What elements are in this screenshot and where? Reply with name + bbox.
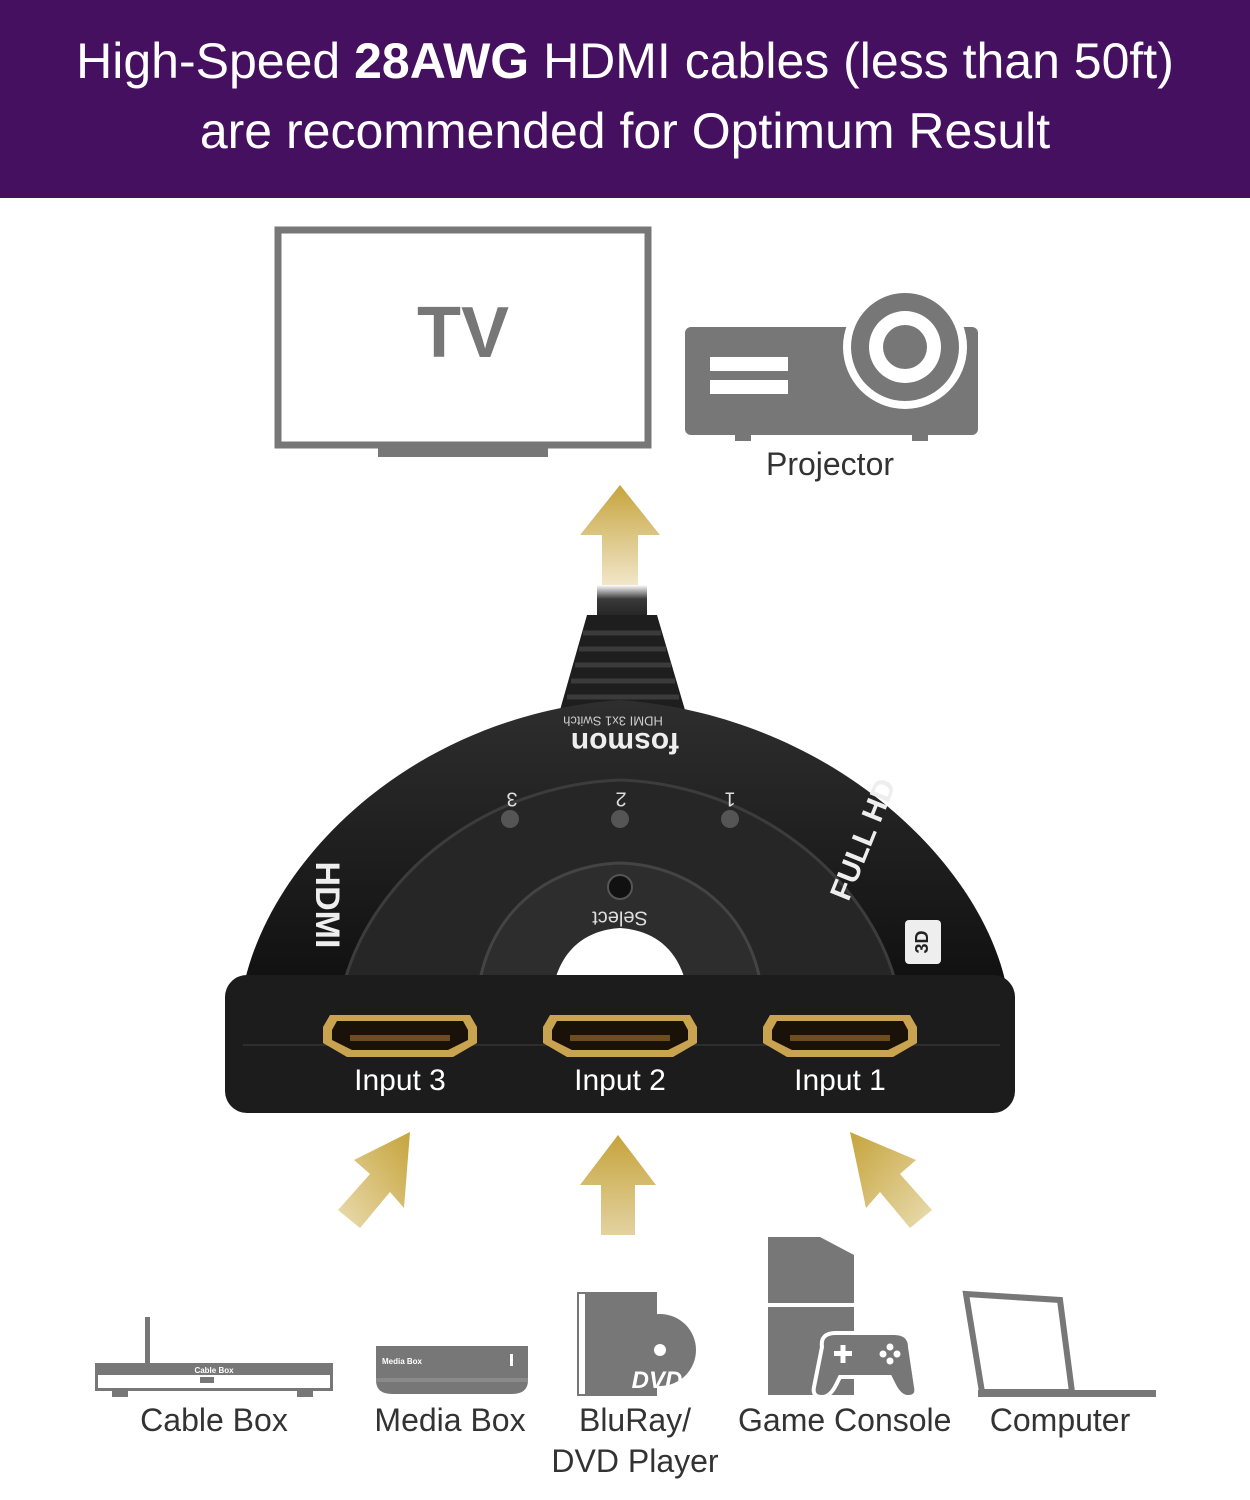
cable-box-icon: Cable Box: [95, 1317, 333, 1397]
hdmi-switch-device: 3 2 1 Select fosmon HDMI 3x1 Switch HDMI…: [225, 585, 1015, 1113]
dvd-logo: DVD: [632, 1367, 683, 1394]
computer-icon: [962, 1290, 1156, 1397]
projector-icon: [685, 285, 978, 441]
bluray-label-line-2: DVD Player: [551, 1443, 719, 1479]
hdmi-port-1[interactable]: [763, 1015, 917, 1057]
cable-box-device-text: Cable Box: [194, 1366, 234, 1375]
hdmi-port-2[interactable]: [543, 1015, 697, 1057]
input-arrow-right-icon: [850, 1132, 932, 1228]
led-label-2: 2: [615, 788, 626, 810]
input-arrow-center-icon: [580, 1135, 656, 1235]
output-arrow-icon: [580, 485, 660, 590]
game-console-icon: [768, 1237, 919, 1400]
media-box-device-text: Media Box: [382, 1357, 423, 1366]
input-arrow-left-icon: [338, 1132, 410, 1228]
tv-label: TV: [417, 293, 509, 373]
banner-line-2: are recommended for Optimum Result: [199, 103, 1051, 159]
game-console-label: Game Console: [738, 1402, 952, 1438]
led-label-1: 1: [724, 788, 735, 810]
computer-label: Computer: [989, 1402, 1131, 1438]
cable-box-label: Cable Box: [140, 1402, 288, 1438]
model-label: HDMI 3x1 Switch: [563, 714, 663, 729]
projector-label: Projector: [765, 446, 895, 482]
bluray-dvd-icon: DVD: [577, 1292, 696, 1396]
port-label-input-1: Input 1: [794, 1064, 886, 1097]
port-label-input-2: Input 2: [574, 1064, 666, 1097]
banner-line-1: High-Speed 28AWG HDMI cables (less than …: [76, 33, 1174, 89]
tv-icon: TV: [274, 226, 652, 457]
port-label-input-3: Input 3: [354, 1064, 446, 1097]
led-label-3: 3: [506, 788, 517, 810]
media-box-label: Media Box: [374, 1402, 526, 1438]
bluray-label-line-1: BluRay/: [578, 1402, 692, 1438]
brand-logo: fosmon: [571, 726, 679, 759]
header-banner: High-Speed 28AWG HDMI cables (less than …: [0, 0, 1250, 198]
media-box-icon: Media Box: [376, 1346, 528, 1394]
hdmi-port-3[interactable]: [323, 1015, 477, 1057]
hdmi-logo: HDMI: [308, 862, 346, 949]
select-label: Select: [592, 907, 648, 929]
badge-3d: 3D: [912, 930, 932, 953]
